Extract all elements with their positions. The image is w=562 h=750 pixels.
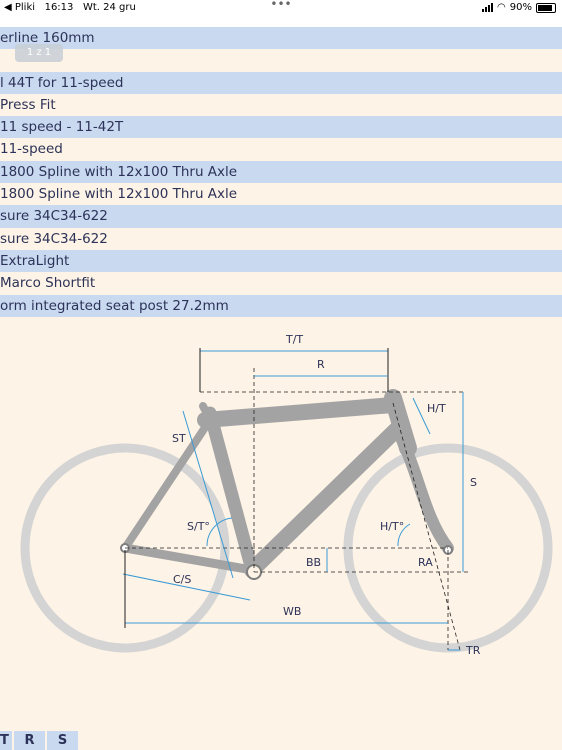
- spec-row: 11 speed - 11-42T: [0, 116, 562, 139]
- status-bar: ◀ Pliki 16:13 Wt. 24 gru ◠ 90%: [0, 0, 562, 16]
- label-ra: RA: [418, 556, 433, 569]
- spec-row: [0, 49, 562, 72]
- dimension-lines: [122, 348, 464, 651]
- column-tab-s[interactable]: S: [47, 731, 78, 750]
- label-st: ST: [172, 432, 186, 445]
- label-r: R: [317, 358, 325, 371]
- status-date: Wt. 24 gru: [82, 2, 136, 13]
- status-right: ◠ 90%: [482, 2, 556, 13]
- label-tr: TR: [465, 644, 481, 657]
- column-tab-r[interactable]: R: [14, 731, 45, 750]
- spec-row: l 44T for 11-speed: [0, 71, 562, 94]
- document-top-edge: [0, 16, 562, 27]
- column-tab-t[interactable]: T: [0, 731, 12, 750]
- reference-lines: [125, 368, 470, 651]
- label-s: S: [470, 476, 477, 489]
- status-left: ◀ Pliki 16:13 Wt. 24 gru: [4, 2, 136, 13]
- page-indicator: 1 z 1: [15, 44, 63, 62]
- wifi-icon: ◠: [497, 2, 506, 13]
- spec-row: orm integrated seat post 27.2mm: [0, 294, 562, 317]
- label-st-angle: S/T°: [187, 520, 210, 533]
- signal-icon: [482, 3, 494, 12]
- status-time: 16:13: [44, 2, 74, 13]
- label-cs: C/S: [173, 573, 191, 586]
- spec-row: sure 34C34-622: [0, 227, 562, 250]
- battery-icon: [536, 2, 556, 13]
- spec-row: sure 34C34-622: [0, 205, 562, 228]
- label-ht: H/T: [427, 402, 446, 415]
- bike-frame: [120, 389, 454, 578]
- label-bb: BB: [306, 556, 321, 569]
- back-to-app-link[interactable]: ◀ Pliki: [4, 2, 36, 13]
- label-ht-angle: H/T°: [380, 520, 404, 533]
- spec-row: Marco Shortfit: [0, 272, 562, 295]
- spec-row: 1800 Spline with 12x100 Thru Axle: [0, 160, 562, 184]
- spec-row: 11-speed: [0, 138, 562, 161]
- spec-row: erline 160mm: [0, 27, 562, 50]
- label-tt: T/T: [285, 333, 303, 346]
- battery-percent: 90%: [509, 2, 532, 13]
- spec-row: 1800 Spline with 12x100 Thru Axle: [0, 183, 562, 206]
- spec-row: ExtraLight: [0, 249, 562, 273]
- label-wb: WB: [283, 605, 301, 618]
- geometry-diagram: T/T R H/T ST S S/T° H/T° BB RA C/S WB TR: [20, 333, 553, 657]
- spec-row: Press Fit: [0, 93, 562, 117]
